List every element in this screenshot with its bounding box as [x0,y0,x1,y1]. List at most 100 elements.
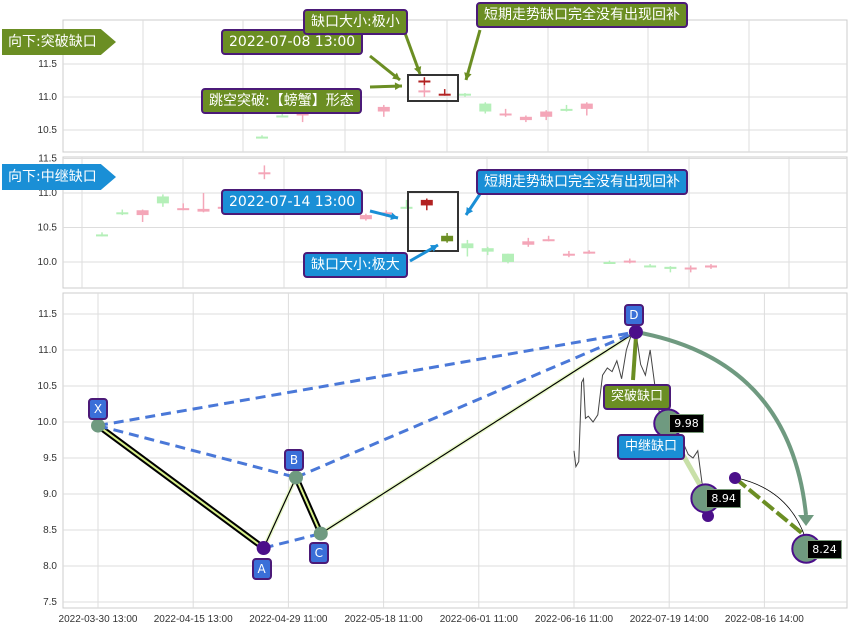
breakaway-gap-flag-text: 向下:突破缺口 [8,34,97,50]
gap-date-label: 2022-07-14 13:00 [221,189,364,215]
panel2-candle-body [420,199,433,206]
panel2-ytick: 10.5 [38,223,58,234]
projection-arrowhead [798,515,814,526]
panel2-candle-body [603,262,616,264]
gap-fill-note: 短期走势缺口完全没有出现回补 [476,2,688,28]
panel1-candle-body [540,111,553,117]
panel2-candle-body [96,234,108,237]
panel1-frame [62,19,848,153]
main-panel-ytick: 11.5 [38,309,57,320]
panel2-candle-body [359,215,372,220]
x-tick-label: 2022-04-29 11:00 [249,614,328,625]
panel2-ytick: 11.0 [38,188,57,199]
price-label: 9.98 [669,414,704,434]
panel2-candle-body [583,251,596,254]
panel1-ytick: 11.0 [38,92,57,103]
target-line [733,476,805,536]
arrow-head [464,72,472,80]
main-panel-ytick: 11.0 [38,345,57,356]
point-label-x: X [88,397,108,420]
arrow [403,32,422,75]
panel2-candle-body [441,235,454,242]
panel1-candle-body [296,113,309,116]
main-panel-frame [62,292,848,609]
x-tick-label: 2022-08-16 14:00 [725,614,804,625]
panel2-candle-body [156,196,169,204]
pattern-point-b [289,470,304,485]
target-start-point [729,472,741,484]
panel1-ytick: 11.5 [38,59,57,70]
panel2-candle-body [481,248,494,252]
panel1-candle-body [459,93,471,96]
arrow-head [394,82,402,91]
leg-line [97,424,265,549]
breakaway-gap-arrow [631,335,638,381]
panel2-candle-body [197,208,210,212]
panel2-candle-body [400,206,413,209]
x-tick-label: 2022-07-19 14:00 [630,614,709,625]
panel2-ytick: 11.5 [38,154,57,165]
leg-line [295,477,322,535]
panel2-candle-body [136,210,149,216]
panel2-frame [62,156,848,289]
continuation-gap-line [680,453,703,487]
panel2-candle-body [502,253,514,262]
panel1-candle-body [276,115,289,118]
target-arc [736,477,807,541]
arrow-head [392,72,400,80]
panel2-candle-body [177,208,190,211]
panel2-candle-body [380,212,393,215]
main-panel-ytick: 10.5 [38,381,58,392]
arrow-head [466,207,474,215]
x-tick-label: 2022-05-18 11:00 [344,614,423,625]
arrow [464,29,482,81]
panel2-candle-body [664,266,677,269]
gap-highlight-box [407,74,459,102]
panel1-candle-body [418,80,431,83]
price-label: 8.24 [807,539,842,559]
panel2-candle-body [705,265,717,268]
main-panel-ytick: 7.5 [43,597,57,608]
arrow-head [390,212,398,221]
breakaway-gap-flag: 向下:突破缺口 [2,29,116,55]
ratio-dashed-line [295,330,637,479]
panel2-candle-body [542,239,555,242]
gap-size-label: 缺口大小:极大 [303,252,408,278]
panel1-ytick: 10.5 [38,125,58,136]
breakaway-gap-label: 突破缺口 [603,384,672,410]
ratio-dashed-line [97,424,297,479]
panel1-candle-body [438,93,451,96]
point-label-d: D [623,304,644,326]
x-tick-label: 2022-06-01 11:00 [440,614,519,625]
x-tick-label: 2022-06-16 11:00 [535,614,614,625]
pattern-point-a [256,541,271,555]
pattern-point-d [628,325,643,339]
panel2-candle-body [623,260,636,263]
panel1-candle-body [377,106,390,112]
gap-highlight-box [407,191,459,252]
ratio-dashed-line [263,532,322,550]
panel2-ytick: 10.0 [38,257,58,268]
main-panel-ytick: 9.0 [43,489,57,500]
point-label-c: C [308,541,329,564]
arrow-head [430,245,438,252]
continuation-gap-flag-text: 向下:中继缺口 [8,169,97,185]
main-panel-ytick: 10.0 [38,417,58,428]
pattern-point-x [91,418,105,433]
projection-arc [635,330,808,516]
gap-size-label: 缺口大小:极小 [303,9,408,35]
panel1-candle-body [499,113,512,116]
panel1-candle-body [418,90,431,93]
main-panel-ytick: 9.5 [43,453,57,464]
x-tick-label: 2022-03-30 13:00 [59,614,138,625]
panel2-candle-body [562,253,575,256]
main-panel-ytick: 8.5 [43,525,57,536]
leg-line [320,331,637,535]
ratio-dashed-line [97,330,637,428]
gap-fill-note: 短期走势缺口完全没有出现回补 [476,169,688,195]
panel2-candle-body [684,267,697,270]
leg-line [263,477,297,549]
main-panel-ytick: 8.0 [43,561,57,572]
panel2-candle-body [461,243,474,249]
